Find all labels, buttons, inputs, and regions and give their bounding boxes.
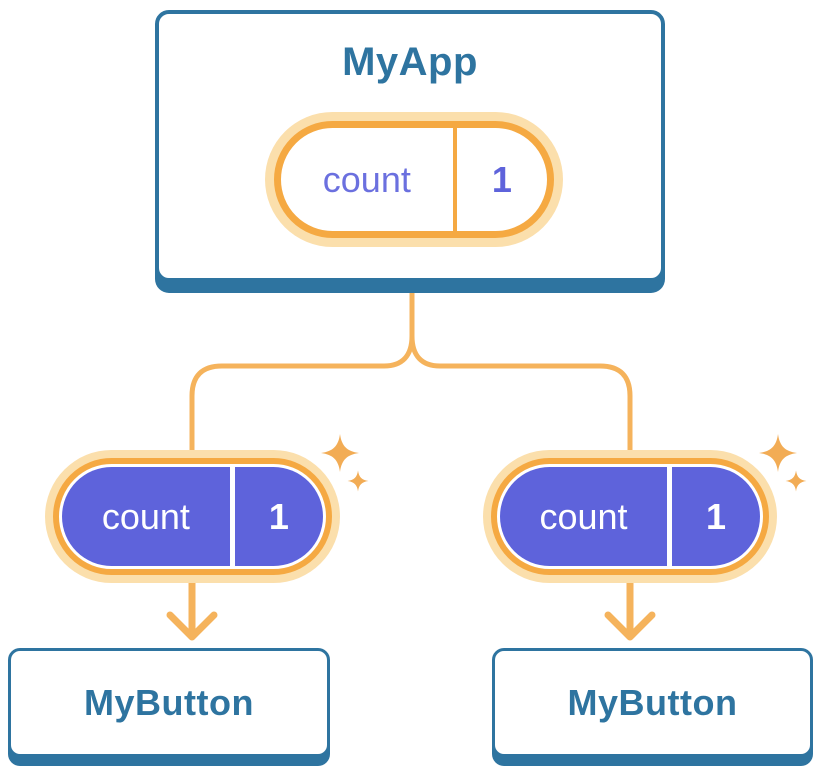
component-title: MyApp — [342, 40, 478, 84]
component-title: MyButton — [84, 681, 254, 723]
component-title: MyButton — [567, 681, 738, 723]
prop-pill-left: count 1 — [45, 450, 340, 583]
prop-pill-body: count 1 — [500, 467, 760, 566]
sparkle-icon — [759, 434, 807, 492]
prop-pill-ring: count 1 — [491, 458, 769, 575]
pill-divider — [452, 128, 457, 231]
state-value-cell: 1 — [457, 128, 547, 231]
prop-name-cell: count — [62, 467, 230, 566]
prop-value: 1 — [706, 495, 727, 537]
state-pill-root: count 1 — [265, 112, 563, 247]
component-card-mybutton-left: MyButton — [8, 648, 330, 757]
state-name: count — [322, 158, 411, 200]
pill-divider — [229, 467, 235, 566]
prop-name: count — [101, 495, 190, 537]
prop-name-cell: count — [500, 467, 667, 566]
prop-pill-body: count 1 — [62, 467, 323, 566]
sparkle-icon — [321, 434, 369, 492]
prop-value-cell: 1 — [235, 467, 323, 566]
state-name-cell: count — [281, 128, 453, 231]
prop-pill-ring: count 1 — [53, 458, 332, 575]
tree-connector-line — [189, 279, 633, 455]
prop-name: count — [539, 495, 628, 537]
component-card-myapp: MyApp — [155, 10, 665, 282]
prop-pill-right: count 1 — [483, 450, 777, 583]
prop-value: 1 — [268, 495, 289, 537]
prop-value-cell: 1 — [672, 467, 760, 566]
state-pill-ring: count 1 — [274, 121, 554, 238]
state-value: 1 — [491, 158, 512, 200]
pill-divider — [667, 467, 673, 566]
component-card-mybutton-right: MyButton — [492, 648, 813, 757]
